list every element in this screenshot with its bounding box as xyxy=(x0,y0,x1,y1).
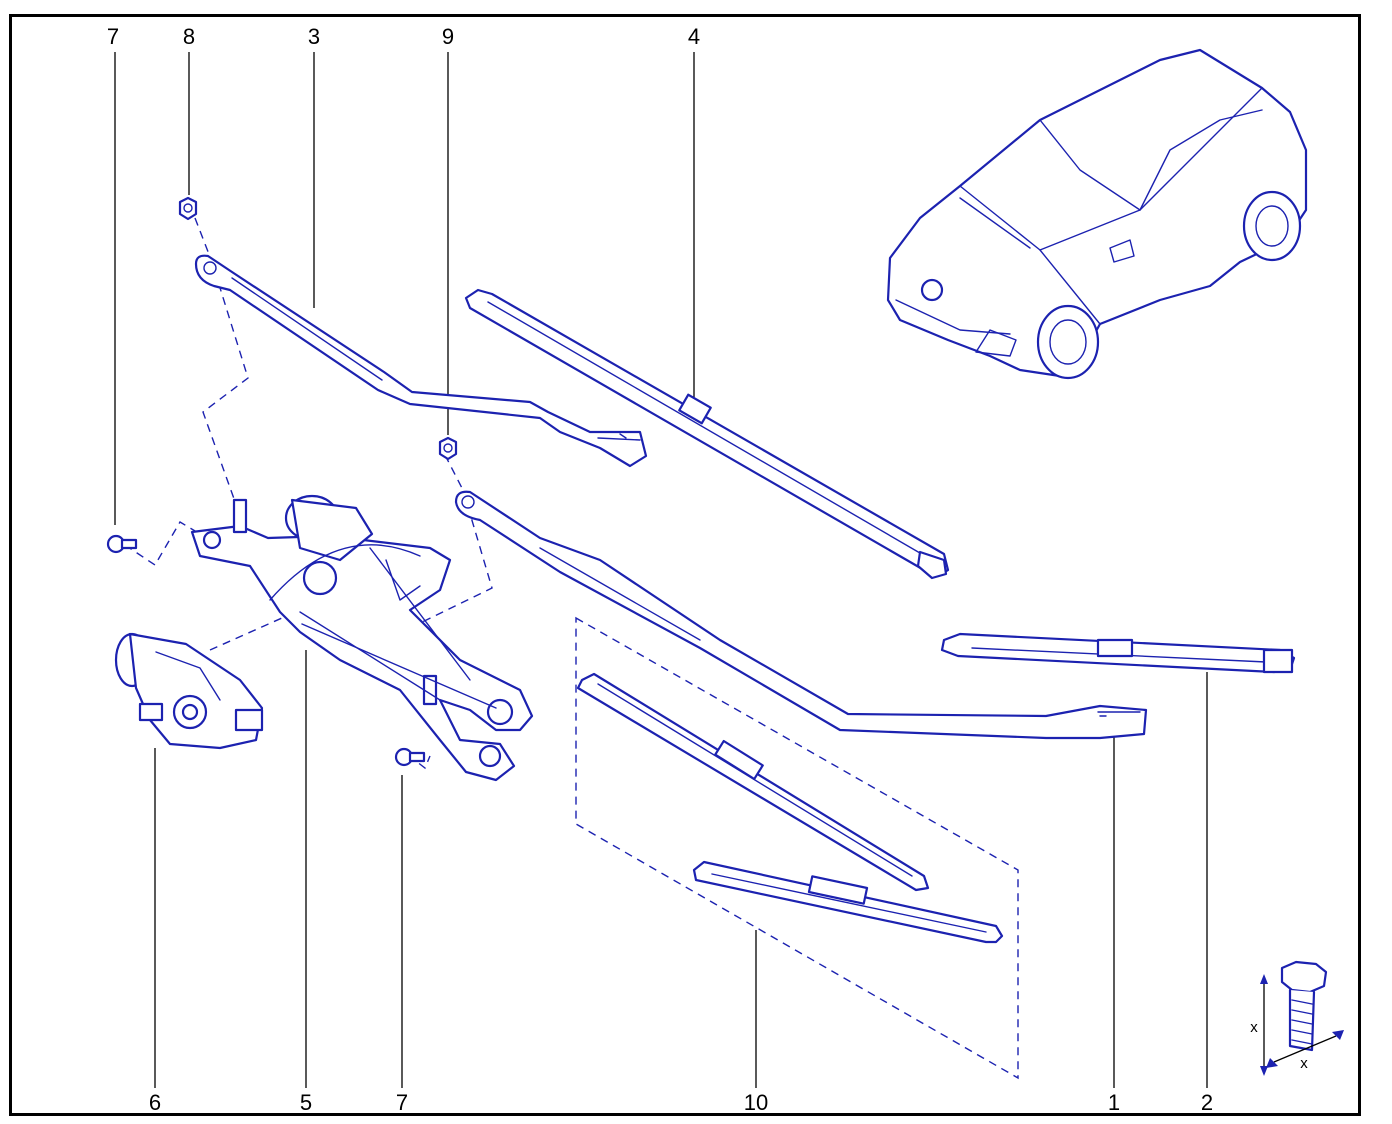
callout-bottom-7: 7 xyxy=(396,1090,408,1115)
bolt-torque-detail: x x xyxy=(1250,960,1344,1076)
leader-lines xyxy=(114,52,1208,1088)
dimension-label-horizontal: x xyxy=(1300,1055,1308,1072)
callout-top-8: 8 xyxy=(183,24,195,49)
callout-top-4: 4 xyxy=(688,24,700,49)
linkage-assembly-5 xyxy=(190,494,534,782)
assembly-guide-lines xyxy=(124,217,1019,1080)
callout-bottom-6: 6 xyxy=(149,1090,161,1115)
wiper-arm-1 xyxy=(454,490,1148,740)
wiper-blade-set-10 xyxy=(576,672,1004,944)
wiper-motor-6 xyxy=(114,632,264,750)
wiper-arm-3 xyxy=(194,254,648,468)
wiper-blade-2 xyxy=(940,632,1296,674)
nut-9 xyxy=(438,436,458,461)
callout-top-3: 3 xyxy=(308,24,320,49)
nut-8 xyxy=(178,196,198,221)
callout-bottom-5: 5 xyxy=(300,1090,312,1115)
callout-top-7: 7 xyxy=(107,24,119,49)
callout-top-9: 9 xyxy=(442,24,454,49)
callout-bottom-1: 1 xyxy=(1108,1090,1120,1115)
callout-bottom-2: 2 xyxy=(1201,1090,1213,1115)
wiper-blade-4 xyxy=(464,288,950,580)
vehicle-illustration xyxy=(886,48,1308,380)
diagram-frame xyxy=(9,14,1361,1116)
dimension-label-vertical: x xyxy=(1250,1019,1258,1036)
bolt-7-left xyxy=(106,534,138,554)
callout-bottom-10: 10 xyxy=(744,1090,768,1115)
bolt-7-bottom xyxy=(394,747,426,767)
